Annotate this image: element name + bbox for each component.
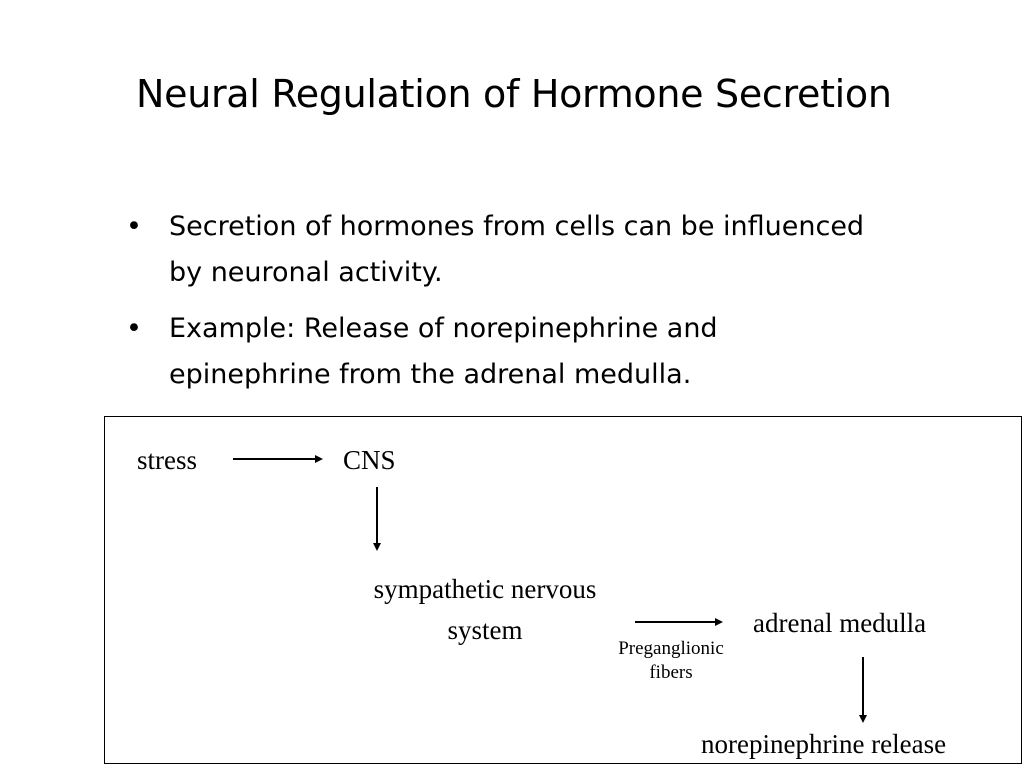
- slide-title: Neural Regulation of Hormone Secretion: [136, 72, 892, 116]
- diagram-arrows: [233, 455, 867, 723]
- bullet-text: Secretion of hormones from cells can be …: [169, 211, 865, 288]
- node-cns: CNS: [343, 445, 396, 475]
- bullet-item: • Example: Release of norepinephrine and…: [126, 306, 886, 398]
- edge-label-preganglionic-fibers: Preganglionic fibers: [601, 637, 741, 685]
- bullet-item: • Secretion of hormones from cells can b…: [126, 204, 886, 296]
- flow-diagram: stress CNS sympathetic nervous system ad…: [104, 416, 1022, 764]
- bullet-marker: •: [126, 211, 142, 242]
- node-sympathetic-line1: sympathetic nervous: [373, 574, 597, 604]
- bullet-marker: •: [126, 313, 142, 344]
- node-sympathetic-nervous-system: sympathetic nervous system: [343, 569, 627, 651]
- edge-label-line2: fibers: [649, 662, 693, 683]
- bullet-list: • Secretion of hormones from cells can b…: [126, 204, 886, 408]
- edge-label-line1: Preganglionic: [618, 638, 724, 659]
- bullet-text: Example: Release of norepinephrine and e…: [169, 313, 718, 390]
- node-adrenal-medulla: adrenal medulla: [753, 608, 927, 638]
- node-norepinephrine-release: norepinephrine release: [701, 729, 947, 759]
- node-sympathetic-line2: system: [447, 615, 523, 645]
- node-stress: stress: [137, 445, 197, 475]
